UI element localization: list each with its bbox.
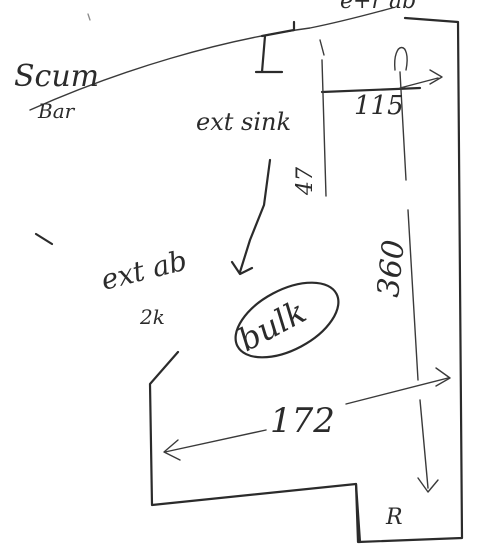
- small-tick: [319, 39, 325, 56]
- room-outline: [148, 16, 464, 544]
- stray-mark: [34, 232, 54, 246]
- dim-172-arrow-left: [163, 439, 181, 461]
- arrow-to-ext-ab: [230, 158, 272, 276]
- ext-sink-label: ext sink: [196, 108, 291, 136]
- dim-360-line: [399, 71, 429, 489]
- dim-172-line: [164, 377, 449, 453]
- scum-bar-label: Scum: [14, 59, 99, 94]
- upper-right-wall: [320, 86, 422, 94]
- r-box: [354, 482, 362, 544]
- dim-115-label: 115: [354, 91, 404, 121]
- ext-ab-label-2: 2k: [139, 305, 165, 329]
- r-box-label: R: [385, 505, 403, 530]
- bulk-label: bulk: [232, 292, 312, 359]
- top-right-cut-label: e+r ab: [340, 0, 416, 14]
- dim-360-label: 360: [371, 238, 412, 299]
- scum-bar-label-2: Bar: [37, 99, 76, 123]
- faint-mark-top: [87, 13, 91, 21]
- dim-172-label: 172: [270, 401, 335, 441]
- dim-115-arrow: [399, 69, 443, 89]
- bulk-oval: [234, 281, 340, 359]
- dim-360-top: [394, 47, 408, 71]
- sink-depth-label: 47: [293, 167, 318, 196]
- dim-360-arrow-bottom: [417, 477, 439, 493]
- ext-ab-label: ext ab: [98, 244, 191, 297]
- dim-172-arrow-right: [435, 367, 451, 387]
- sink-vertical-line: [321, 59, 327, 197]
- tap-symbol: [254, 20, 296, 74]
